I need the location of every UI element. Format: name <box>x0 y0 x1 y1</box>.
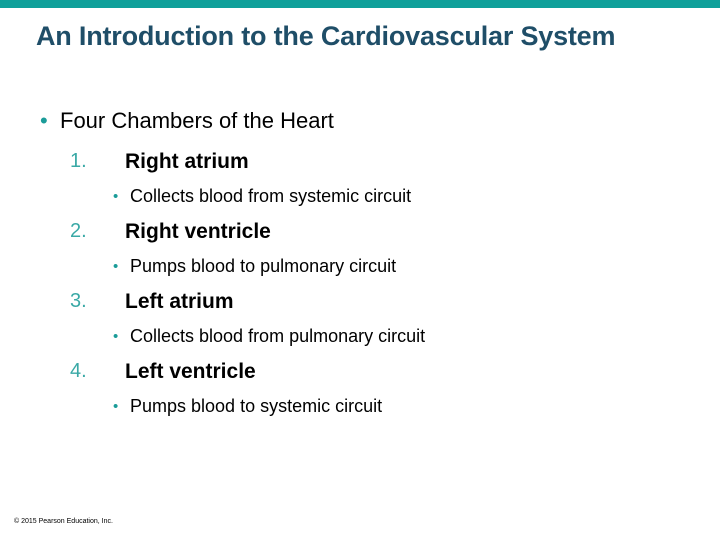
list-item: 3. Left atrium <box>0 284 720 319</box>
bullet-dot-icon: • <box>40 108 48 133</box>
list-item-detail: • Pumps blood to pulmonary circuit <box>0 249 720 284</box>
bullet-dot-icon: • <box>113 328 119 345</box>
list-item-label: Left ventricle <box>125 360 256 383</box>
list-item-detail: • Collects blood from systemic circuit <box>0 179 720 214</box>
main-bullet-label: Four Chambers of the Heart <box>60 108 334 133</box>
bullet-dot-icon: • <box>113 398 119 415</box>
list-item-detail-label: Collects blood from pulmonary circuit <box>130 326 426 346</box>
list-item-detail: • Pumps blood to systemic circuit <box>0 389 720 424</box>
list-item-detail: • Collects blood from pulmonary circuit <box>0 319 720 354</box>
list-item-label: Left atrium <box>125 290 234 313</box>
accent-top-bar <box>0 0 720 8</box>
list-item-label: Right ventricle <box>125 220 271 243</box>
main-bullet-item: • Four Chambers of the Heart <box>0 106 720 136</box>
bullet-dot-icon: • <box>113 188 119 205</box>
copyright-footer: © 2015 Pearson Education, Inc. <box>14 518 113 525</box>
list-item: 4. Left ventricle <box>0 354 720 389</box>
slide-body: • Four Chambers of the Heart 1. Right at… <box>0 106 720 424</box>
list-item-number: 4. <box>70 360 87 382</box>
list-item-detail-label: Collects blood from systemic circuit <box>130 186 412 206</box>
list-item-label: Right atrium <box>125 150 249 173</box>
list-item-detail-label: Pumps blood to pulmonary circuit <box>130 256 397 276</box>
list-item-number: 2. <box>70 220 87 242</box>
list-item: 1. Right atrium <box>0 144 720 179</box>
list-item: 2. Right ventricle <box>0 214 720 249</box>
list-item-number: 3. <box>70 290 87 312</box>
page-title: An Introduction to the Cardiovascular Sy… <box>36 21 616 51</box>
list-item-number: 1. <box>70 150 87 172</box>
list-item-detail-label: Pumps blood to systemic circuit <box>130 396 383 416</box>
bullet-dot-icon: • <box>113 258 119 275</box>
